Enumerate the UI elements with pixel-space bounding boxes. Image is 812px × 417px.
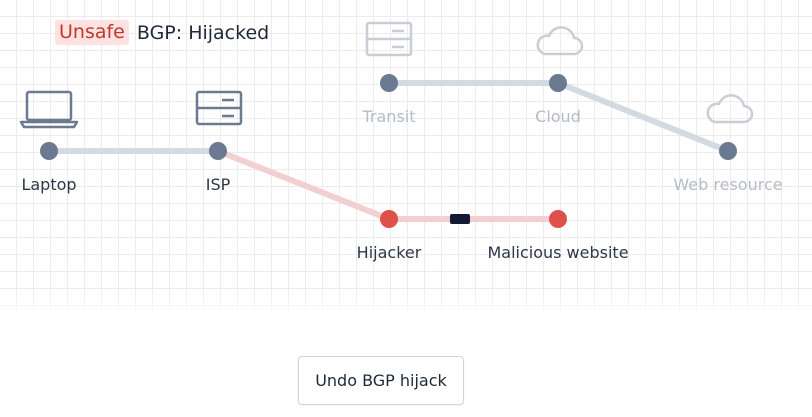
status-header: Unsafe BGP: Hijacked — [55, 20, 269, 45]
node-laptop[interactable] — [40, 142, 58, 160]
undo-bgp-hijack-button[interactable]: Undo BGP hijack — [298, 356, 464, 405]
cloud-icon — [706, 94, 754, 124]
server-icon — [365, 21, 413, 57]
status-badge: Unsafe — [55, 20, 129, 45]
packet-marker — [450, 214, 470, 224]
label-laptop: Laptop — [21, 175, 77, 194]
network-diagram — [19, 21, 754, 228]
node-cloud[interactable] — [549, 74, 567, 92]
grid-fade — [0, 290, 812, 321]
link-isp-hijacker — [216, 148, 391, 222]
label-transit: Transit — [362, 107, 416, 126]
node-hijacker[interactable] — [380, 210, 398, 228]
label-isp: ISP — [205, 175, 231, 194]
node-isp[interactable] — [209, 142, 227, 160]
node-web-resource[interactable] — [719, 142, 737, 160]
link-cloud-web-resource — [556, 80, 730, 154]
cloud-icon — [536, 26, 584, 56]
status-title: BGP: Hijacked — [136, 21, 270, 44]
node-transit[interactable] — [380, 74, 398, 92]
laptop-icon — [19, 90, 79, 129]
network-grid-background — [0, 0, 812, 321]
server-icon — [195, 90, 243, 126]
label-malicious-website: Malicious website — [487, 243, 629, 262]
label-hijacker: Hijacker — [356, 243, 422, 262]
node-malicious-website[interactable] — [549, 210, 567, 228]
label-cloud: Cloud — [535, 107, 581, 126]
label-web-resource: Web resource — [673, 175, 783, 194]
